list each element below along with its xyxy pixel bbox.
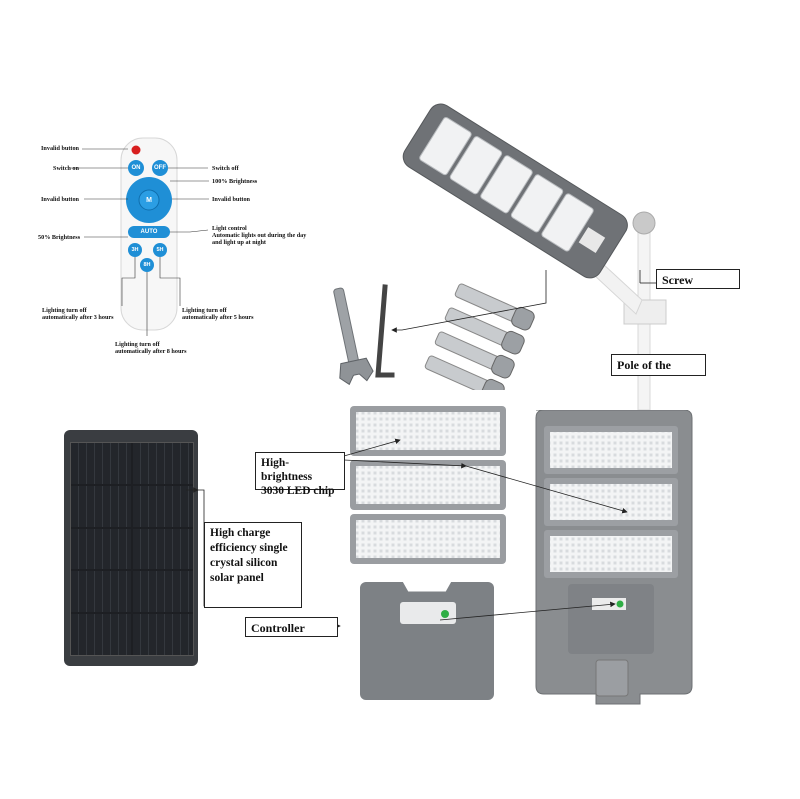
led-module-3 — [350, 514, 506, 564]
street-light-housing-back — [535, 410, 693, 705]
callout-solar-panel: High charge efficiency single crystal si… — [204, 522, 302, 608]
5h-button[interactable]: 5H — [153, 243, 167, 257]
m-button[interactable]: M — [146, 197, 152, 204]
label-turnoff-8h: Lighting turn off automatically after 8 … — [115, 341, 187, 355]
installation-tools — [333, 283, 535, 390]
screws-graphic — [424, 283, 535, 390]
led-module-1 — [350, 406, 506, 456]
solar-cells-grid — [70, 442, 194, 656]
label-invalid-top: Invalid button — [41, 145, 80, 152]
controller-indicator-icon — [441, 610, 449, 618]
label-turnoff-5h: Lighting turn off automatically after 5 … — [182, 307, 254, 321]
street-light-top-assembly — [402, 103, 667, 410]
callout-led-chip: High-brightness 3030 LED chip — [255, 452, 345, 497]
8h-button[interactable]: 8H — [140, 258, 154, 272]
solar-panel — [64, 430, 198, 666]
auto-button[interactable]: AUTO — [128, 226, 170, 238]
3h-button[interactable]: 3H — [128, 243, 142, 257]
battery-plate — [360, 582, 494, 700]
led-module-2 — [350, 460, 506, 510]
label-invalid-left: Invalid button — [41, 196, 80, 203]
label-brightness-100: 100% Brightness — [212, 178, 258, 185]
invalid-top-button — [131, 145, 141, 155]
label-brightness-50: 50% Brightness — [38, 234, 81, 241]
callout-controller: Controller — [245, 617, 338, 637]
hex-key-graphic — [375, 284, 395, 378]
off-button[interactable]: OFF — [152, 160, 168, 176]
label-invalid-right: Invalid button — [212, 196, 251, 203]
label-switch-off: Switch off — [212, 165, 239, 172]
label-turnoff-3h: Lighting turn off automatically after 3 … — [42, 307, 114, 321]
controller-unit — [400, 602, 456, 624]
label-light-control: Light control Automatic lights out durin… — [212, 225, 307, 246]
callout-pole: Pole of the — [611, 354, 706, 376]
callout-screw: Screw — [656, 269, 740, 289]
label-switch-on: Switch on — [53, 165, 79, 172]
led-modules — [350, 406, 506, 564]
on-button[interactable]: ON — [128, 160, 144, 176]
